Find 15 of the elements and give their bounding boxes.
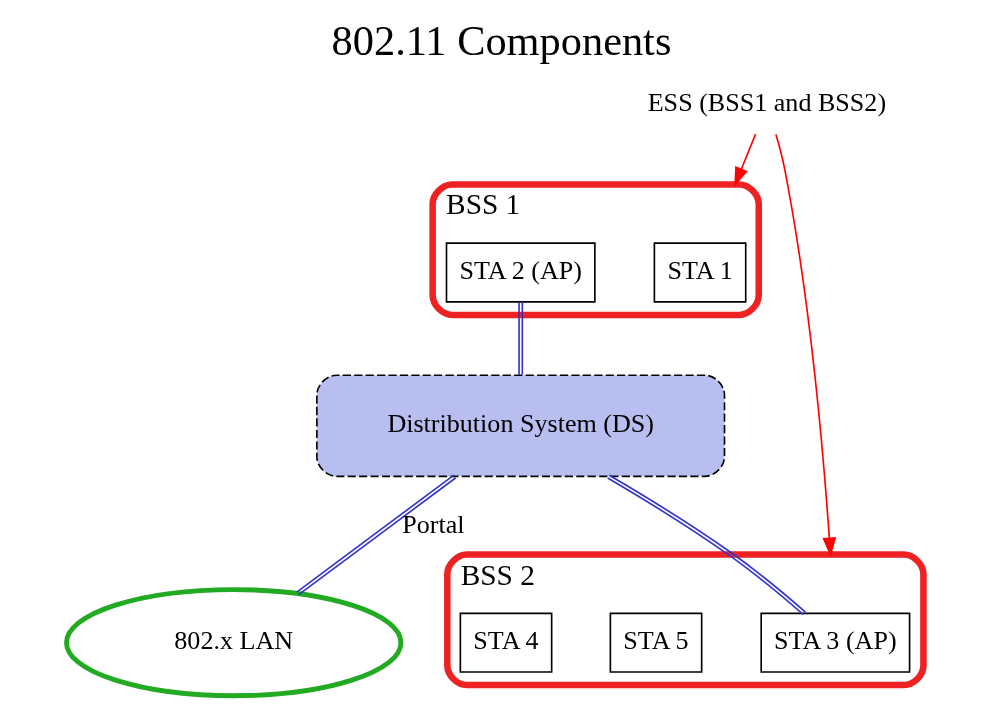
- diagram-title: 802.11 Components: [331, 17, 671, 65]
- arrow: [733, 133, 756, 187]
- node-text: ESS (BSS1 and BSS2): [647, 87, 886, 117]
- node-box: STA 2 (AP): [445, 242, 596, 303]
- node-box: STA 1: [653, 242, 746, 303]
- node-box: Distribution System (DS): [315, 374, 725, 478]
- node-box: STA 3 (AP): [759, 612, 910, 673]
- node-ellipse: 802.x LAN: [63, 587, 403, 699]
- node-box: STA 5: [609, 612, 702, 673]
- connector: [517, 301, 523, 376]
- edge-label: Portal: [401, 510, 465, 540]
- node-box: STA 4: [459, 612, 552, 673]
- arrow: [774, 133, 836, 558]
- connector: [606, 474, 806, 616]
- connector: [295, 474, 457, 596]
